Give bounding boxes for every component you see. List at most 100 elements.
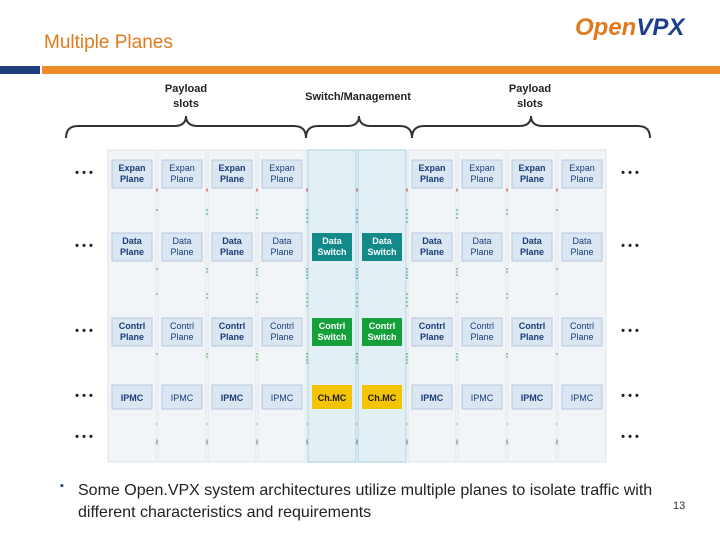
payload-left-label: Payload bbox=[165, 83, 207, 95]
expan-plane-box-label: Plane bbox=[170, 174, 193, 184]
ellipsis-right: • • • bbox=[621, 240, 639, 252]
data-plane-box bbox=[161, 232, 203, 262]
ellipsis-left: • • • bbox=[75, 431, 93, 443]
contrl-plane-box-label: Plane bbox=[170, 332, 193, 342]
ipmc-plane-box bbox=[161, 384, 203, 410]
ipmc-plane-box-label: IPMC bbox=[421, 393, 444, 403]
bullet-marker: ▪ bbox=[60, 480, 64, 492]
page-number: 13 bbox=[673, 500, 686, 512]
header-bar-blue bbox=[0, 66, 40, 74]
data-plane-box bbox=[261, 232, 303, 262]
data-plane-box-label: Data bbox=[472, 236, 491, 246]
data-plane-box bbox=[411, 232, 453, 262]
data-plane-box-label: Data bbox=[522, 236, 543, 246]
ipmc-plane-box-label: IPMC bbox=[221, 393, 244, 403]
plane-boxes: ExpanPlaneExpanPlaneExpanPlaneExpanPlane… bbox=[111, 159, 603, 410]
contrl-plane-box bbox=[411, 317, 453, 347]
header-bar-orange bbox=[42, 66, 720, 74]
chmc-box bbox=[362, 385, 402, 409]
payload-left-label: slots bbox=[173, 98, 199, 110]
expan-plane-box-label: Expan bbox=[418, 163, 445, 173]
expan-plane-box bbox=[411, 159, 453, 189]
ipmc-plane-box-label: IPMC bbox=[171, 393, 194, 403]
data-plane-box-label: Plane bbox=[520, 247, 544, 257]
expan-plane-box bbox=[261, 159, 303, 189]
ipmc-plane-box bbox=[261, 384, 303, 410]
expan-plane-box bbox=[511, 159, 553, 189]
payload-slot-column bbox=[257, 149, 307, 463]
contrl-switch-box bbox=[312, 318, 352, 346]
ellipsis-right: • • • bbox=[621, 325, 639, 337]
logo-vpx-text: VPX bbox=[636, 14, 685, 41]
expan-plane-box bbox=[111, 159, 153, 189]
contrl-plane-box bbox=[111, 317, 153, 347]
data-plane-box-label: Plane bbox=[120, 247, 144, 257]
contrl-plane-box bbox=[161, 317, 203, 347]
contrl-plane-box-label: Contrl bbox=[519, 321, 546, 331]
logo-open-text: Open bbox=[575, 14, 637, 41]
data-plane-box-label: Plane bbox=[170, 247, 193, 257]
contrl-switch-box bbox=[362, 318, 402, 346]
slide-title: Multiple Planes bbox=[44, 32, 173, 53]
chmc-box bbox=[312, 385, 352, 409]
contrl-plane-box bbox=[261, 317, 303, 347]
contrl-plane-box-label: Contrl bbox=[470, 321, 494, 331]
data-switch-box bbox=[362, 233, 402, 261]
ipmc-plane-box-label: IPMC bbox=[271, 393, 294, 403]
expan-plane-box-label: Expan bbox=[118, 163, 145, 173]
expan-plane-box bbox=[561, 159, 603, 189]
expan-plane-box-label: Plane bbox=[420, 174, 444, 184]
data-switch-box-label: Data bbox=[372, 236, 393, 246]
expan-plane-box-label: Expan bbox=[218, 163, 245, 173]
contrl-plane-box bbox=[211, 317, 253, 347]
expan-plane-box-label: Expan bbox=[518, 163, 545, 173]
planes-diagram: ExpanPlaneExpanPlaneExpanPlaneExpanPlane… bbox=[65, 83, 651, 463]
openvpx-logo: OpenVPX bbox=[575, 14, 684, 42]
payload-slot-column bbox=[457, 149, 507, 463]
contrl-plane-box-label: Plane bbox=[420, 332, 444, 342]
contrl-plane-box-label: Contrl bbox=[419, 321, 446, 331]
expan-plane-box bbox=[461, 159, 503, 189]
data-plane-box-label: Plane bbox=[220, 247, 244, 257]
data-plane-box-label: Data bbox=[572, 236, 591, 246]
slot-columns bbox=[107, 149, 607, 463]
payload-slot-column bbox=[107, 149, 157, 463]
ellipsis-right: • • • bbox=[621, 167, 639, 179]
expan-plane-box bbox=[211, 159, 253, 189]
payload-left-brace bbox=[65, 115, 307, 139]
ipmc-plane-box bbox=[561, 384, 603, 410]
contrl-switch-box-label: Contrl bbox=[369, 321, 396, 331]
diagram-labels: PayloadslotsSwitch/ManagementPayloadslot… bbox=[65, 83, 651, 443]
expan-plane-box-label: Expan bbox=[169, 163, 195, 173]
contrl-plane-box-label: Contrl bbox=[170, 321, 194, 331]
ipmc-plane-box bbox=[211, 384, 253, 410]
contrl-plane-box-label: Contrl bbox=[270, 321, 294, 331]
expan-plane-box bbox=[161, 159, 203, 189]
expan-plane-box-label: Plane bbox=[220, 174, 244, 184]
ipmc-plane-box bbox=[111, 384, 153, 410]
expan-plane-box-label: Plane bbox=[470, 174, 493, 184]
payload-slot-column bbox=[407, 149, 457, 463]
contrl-plane-box-label: Plane bbox=[220, 332, 244, 342]
ellipsis-left: • • • bbox=[75, 390, 93, 402]
contrl-plane-box-label: Contrl bbox=[219, 321, 246, 331]
data-plane-box bbox=[111, 232, 153, 262]
contrl-plane-box-label: Plane bbox=[270, 332, 293, 342]
contrl-plane-box bbox=[511, 317, 553, 347]
data-switch-box-label: Data bbox=[322, 236, 343, 246]
payload-slot-column bbox=[157, 149, 207, 463]
data-plane-box-label: Plane bbox=[470, 247, 493, 257]
switch-brace bbox=[305, 115, 413, 139]
data-plane-box-label: Plane bbox=[270, 247, 293, 257]
data-plane-box-label: Plane bbox=[420, 247, 444, 257]
data-switch-box bbox=[312, 233, 352, 261]
contrl-plane-box-label: Plane bbox=[520, 332, 544, 342]
data-plane-box-label: Data bbox=[222, 236, 243, 246]
ipmc-plane-box-label: IPMC bbox=[471, 393, 494, 403]
ipmc-plane-box-label: IPMC bbox=[121, 393, 144, 403]
contrl-plane-box-label: Plane bbox=[120, 332, 144, 342]
expan-plane-box-label: Expan bbox=[269, 163, 295, 173]
chmc-box-label: Ch.MC bbox=[318, 393, 347, 403]
data-plane-box bbox=[211, 232, 253, 262]
expan-plane-box-label: Expan bbox=[569, 163, 595, 173]
